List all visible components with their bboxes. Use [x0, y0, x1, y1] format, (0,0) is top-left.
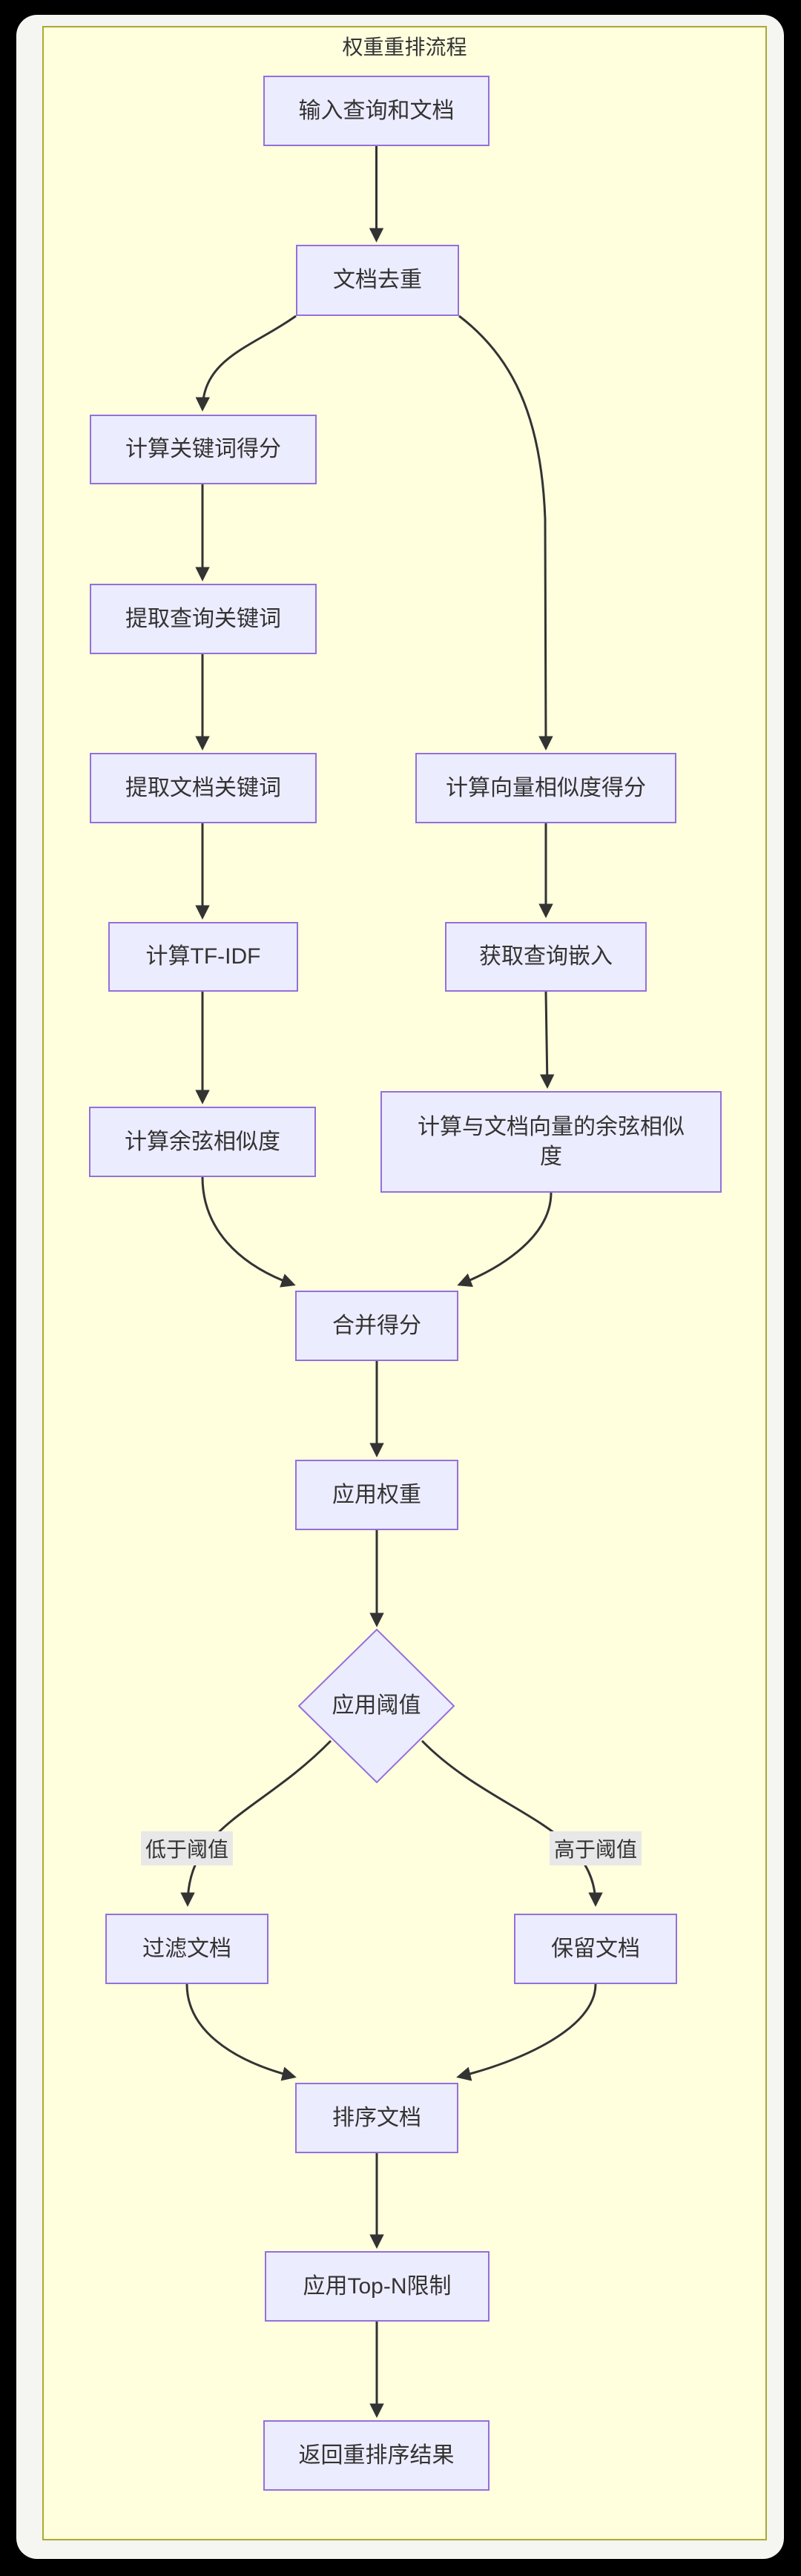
- node-keep-label: 保留文档: [551, 1936, 640, 1961]
- threshold-diamond-shape: [297, 1628, 455, 1784]
- node-extract-doc-keywords-label: 提取文档关键词: [125, 775, 281, 800]
- node-topn: 应用Top-N限制: [265, 2251, 490, 2322]
- edge-dedupe-to-vector-score: [458, 314, 553, 751]
- node-merge: 合并得分: [295, 1291, 458, 1361]
- edge-filter-to-sort: [185, 1983, 297, 2081]
- node-weights-label: 应用权重: [332, 1482, 421, 1507]
- node-keyword-score: 计算关键词得分: [90, 415, 317, 484]
- edge-cosine-to-merge: [201, 1176, 296, 1288]
- edge-label-above-threshold: 高于阈值: [549, 1831, 642, 1865]
- node-query-embedding: 获取查询嵌入: [445, 922, 647, 992]
- node-filter: 过滤文档: [105, 1914, 268, 1984]
- node-tfidf: 计算TF-IDF: [108, 922, 298, 992]
- node-weights: 应用权重: [295, 1460, 458, 1530]
- node-dedupe: 文档去重: [296, 245, 459, 316]
- node-keyword-score-label: 计算关键词得分: [125, 437, 281, 461]
- edge-query-embedding-to-doc-cosine: [539, 991, 555, 1089]
- node-tfidf-label: 计算TF-IDF: [145, 944, 261, 969]
- edge-label-below-threshold: 低于阈值: [140, 1831, 234, 1865]
- node-sort-label: 排序文档: [332, 2105, 421, 2130]
- node-threshold-label: 应用阈值: [332, 1693, 421, 1718]
- node-extract-doc-keywords: 提取文档关键词: [90, 753, 317, 823]
- node-merge-label: 合并得分: [332, 1313, 421, 1338]
- node-doc-cosine: 计算与文档向量的余弦相似度: [380, 1091, 722, 1193]
- node-input: 输入查询和文档: [263, 76, 490, 146]
- node-keep: 保留文档: [514, 1914, 677, 1984]
- node-query-embedding-label: 获取查询嵌入: [479, 944, 613, 969]
- node-result: 返回重排序结果: [263, 2420, 490, 2491]
- node-cosine-label: 计算余弦相似度: [125, 1129, 280, 1154]
- node-input-label: 输入查询和文档: [298, 98, 455, 123]
- node-doc-cosine-label: 计算与文档向量的余弦相似度: [418, 1114, 685, 1169]
- node-cosine: 计算余弦相似度: [89, 1107, 316, 1177]
- node-sort: 排序文档: [295, 2083, 458, 2153]
- node-extract-query-keywords-label: 提取查询关键词: [125, 606, 281, 631]
- node-dedupe-label: 文档去重: [333, 268, 422, 292]
- edge-threshold-to-keep: [421, 1739, 603, 1907]
- node-vector-score-label: 计算向量相似度得分: [446, 775, 646, 800]
- edge-dedupe-to-keyword-score: [195, 314, 297, 412]
- node-result-label: 返回重排序结果: [298, 2442, 455, 2468]
- node-topn-label: 应用Top-N限制: [303, 2273, 452, 2299]
- node-threshold: 应用阈值: [299, 1630, 454, 1782]
- diagram-title: 权重重排流程: [342, 36, 467, 59]
- node-vector-score: 计算向量相似度得分: [415, 753, 676, 823]
- edge-doc-cosine-to-merge: [457, 1192, 553, 1287]
- edge-threshold-to-filter: [180, 1739, 332, 1907]
- edge-keep-to-sort: [456, 1983, 597, 2081]
- node-filter-label: 过滤文档: [142, 1936, 231, 1961]
- node-extract-query-keywords: 提取查询关键词: [90, 584, 317, 654]
